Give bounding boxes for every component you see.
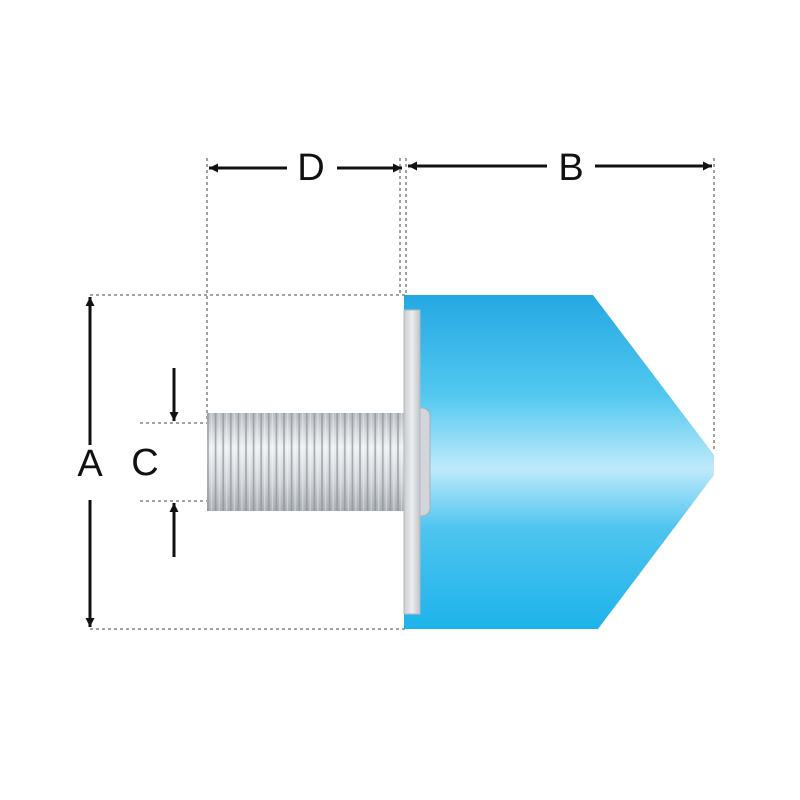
bumper-body bbox=[404, 295, 714, 629]
dimension-label-c: C bbox=[131, 442, 158, 484]
guide-lines bbox=[90, 158, 715, 630]
dimension-lines bbox=[85, 161, 712, 627]
mounting-washer bbox=[403, 309, 421, 615]
dimension-label-d: D bbox=[297, 147, 324, 189]
threaded-stud bbox=[207, 407, 431, 517]
stud-threads bbox=[207, 413, 413, 511]
dimension-label-a: A bbox=[77, 443, 103, 485]
dimension-label-b: B bbox=[558, 147, 583, 189]
